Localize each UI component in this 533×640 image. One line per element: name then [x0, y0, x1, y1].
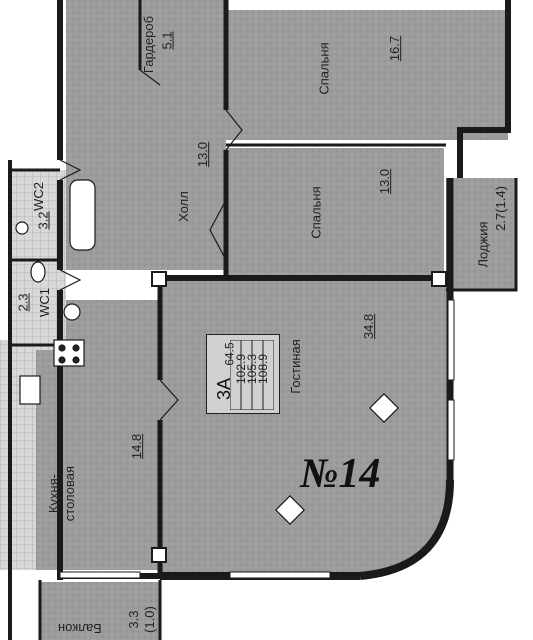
door-wardrobe	[139, 69, 161, 86]
floor-kitchen-units	[0, 340, 36, 570]
stove	[53, 339, 85, 367]
sink-1	[63, 303, 81, 321]
room-bedroom-1-name: Спальня	[316, 42, 332, 95]
apartment-number: №14	[300, 451, 381, 497]
room-hall-area: 13.0	[195, 141, 211, 168]
room-wc1-area: 2.3	[15, 293, 31, 312]
wall-bath-partitions	[10, 168, 60, 347]
room-wardrobe-area: 5.1	[159, 31, 175, 50]
room-wardrobe-name: Гардероб	[141, 15, 157, 74]
window-living-2	[447, 399, 455, 461]
floor-bedroom-2	[226, 148, 444, 278]
kitchen-sink	[19, 375, 41, 405]
area-gross: 108.9	[256, 353, 271, 385]
floor-fills	[0, 0, 516, 640]
marker-2	[275, 495, 305, 525]
apartment-summary-box	[206, 334, 280, 414]
door-bedroom-2	[209, 199, 227, 261]
room-balcony-area: 3.3 (1.0)	[125, 606, 157, 633]
window-living-3	[229, 571, 331, 579]
room-bedroom-1-area: 16.7	[387, 35, 403, 62]
column-3	[151, 547, 167, 563]
sink-2	[15, 221, 29, 235]
floor-living	[160, 280, 448, 575]
room-kitchen-name: Кухня- столовая	[46, 465, 77, 522]
fixtures	[15, 179, 399, 525]
wall-balcony	[38, 580, 162, 640]
doors	[59, 69, 243, 421]
windows	[59, 299, 455, 579]
room-wc2-area: 3.2	[35, 211, 51, 230]
room-living-area: 34.8	[361, 313, 377, 340]
room-kitchen-area: 14.8	[129, 433, 145, 460]
wall-curved	[359, 479, 454, 580]
floor-bedroom-1	[226, 10, 508, 140]
bathtub	[69, 179, 96, 251]
door-bath	[59, 159, 82, 181]
room-loggia-1-name: Лоджия	[475, 221, 491, 268]
marker-1	[369, 393, 399, 423]
room-living-name: Гостиная	[287, 339, 303, 394]
window-living-1	[447, 299, 455, 381]
floor-loggia-1	[446, 178, 516, 290]
window-kitchen	[59, 571, 141, 579]
column-2	[431, 271, 447, 287]
apartment-areas-table	[230, 340, 274, 410]
wall-loggia	[446, 178, 518, 292]
room-wc2-name: WC2	[30, 182, 46, 211]
room-hall-name: Холл	[175, 191, 191, 222]
toilet-1	[30, 261, 46, 283]
door-wc	[59, 269, 82, 291]
columns	[151, 271, 447, 563]
door-bedroom-1	[225, 109, 243, 151]
wall-east-upper	[457, 0, 511, 178]
floor-balcony	[40, 582, 160, 640]
room-bedroom-2-name: Спальня	[308, 186, 324, 239]
column-1	[151, 271, 167, 287]
room-wc1-name: WC1	[36, 288, 52, 317]
room-bedroom-2-area: 13.0	[377, 168, 393, 195]
door-living	[159, 379, 179, 421]
room-loggia-1-area: 2.7(1.4)	[492, 186, 508, 231]
room-balcony-name: Балкон	[58, 621, 102, 636]
